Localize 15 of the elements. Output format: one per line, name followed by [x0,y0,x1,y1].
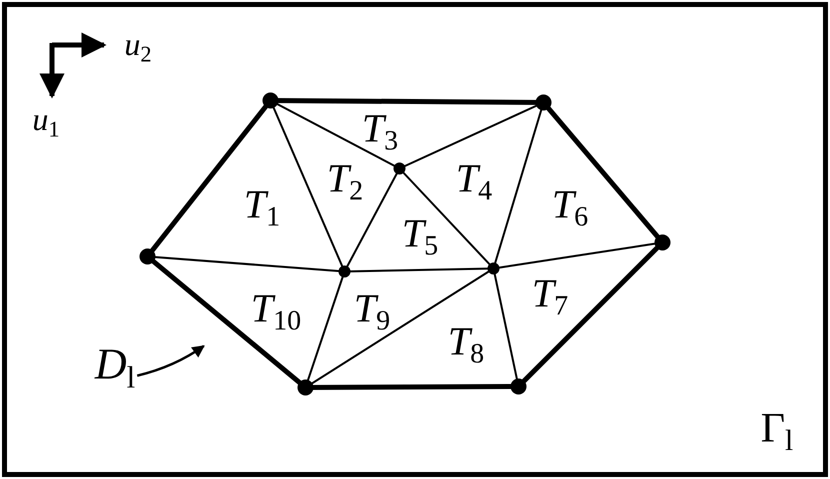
triangle-label: T$_{10}$ [250,288,302,336]
triangle-label: T$_{4}$ [456,158,492,206]
triangle-label: T$_{7}$ [532,273,568,321]
domain-label: D$_{l}$ [94,342,136,394]
triangle-label: T$_{1}$ [244,184,280,232]
axis-label: u$_{1}$ [32,102,60,142]
triangle-label: T$_{2}$ [326,158,364,206]
region-label: Γ$_{l}$ [760,407,794,457]
triangle-label: T$_{6}$ [552,184,588,232]
triangle-label: T$_{3}$ [362,108,398,156]
triangle-label: T$_{9}$ [354,288,390,336]
triangle-label: T$_{5}$ [402,213,438,261]
triangle-label: T$_{8}$ [448,321,484,369]
axis-label: u$_{2}$ [124,28,152,66]
leader-arrow [136,344,205,377]
